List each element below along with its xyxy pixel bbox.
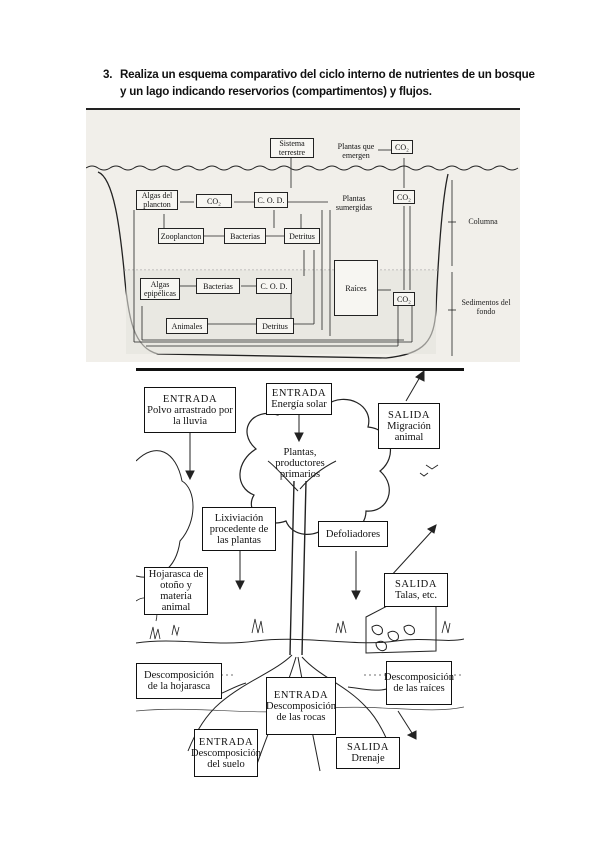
- salida-migracion-text: Migración animal: [387, 420, 431, 443]
- salida-migracion-heading: SALIDA: [387, 409, 431, 421]
- salida-talas-text: Talas, etc.: [394, 590, 438, 601]
- box-detritus-bottom: Detritus: [256, 318, 294, 334]
- salida-drenaje-heading: SALIDA: [346, 742, 390, 753]
- box-descomp-hojarasca: Descomposición de la hojarasca: [136, 663, 222, 699]
- box-bacterias-top: Bacterias: [224, 228, 266, 244]
- box-salida-migracion: SALIDA Migración animal: [378, 403, 440, 449]
- box-descomp-raices: Descomposición de las raíces: [384, 661, 454, 705]
- salida-drenaje-text: Drenaje: [351, 753, 385, 764]
- entrada-polvo-heading: ENTRADA: [162, 393, 218, 405]
- box-hojarasca: Hojarasca de otoño y materia animal: [144, 567, 208, 615]
- lake-nutrient-diagram: Sistema terrestre Plantas que emergen CO…: [86, 108, 520, 362]
- box-co2-bottom: CO₂: [393, 292, 415, 306]
- box-zooplancton: Zooplancton: [158, 228, 204, 244]
- box-cod-bottom: C. O. D.: [256, 278, 292, 294]
- label-plantas: Plantas, productores primarios: [275, 446, 325, 480]
- box-algas-plancton: Algas del plancton: [136, 190, 178, 210]
- label-columna: Columna: [468, 217, 498, 226]
- label-plantas-emergen: Plantas que emergen: [337, 142, 375, 160]
- question-line-1: Realiza un esquema comparativo del ciclo…: [120, 68, 535, 81]
- box-algas-epipelicas: Algas epipélicas: [140, 278, 180, 300]
- box-salida-drenaje: SALIDA Drenaje: [336, 737, 400, 769]
- entrada-polvo-text: Polvo arrastrado por la lluvia: [147, 404, 233, 427]
- entrada-rocas-heading: ENTRADA: [273, 689, 329, 701]
- label-plantas-sumergidas: Plantas sumergidas: [335, 194, 373, 212]
- box-defoliadores: Defoliadores: [318, 521, 388, 547]
- question-line-2: y un lago indicando reservorios (compart…: [120, 85, 432, 98]
- box-co2-mid: CO₂: [393, 190, 415, 204]
- box-salida-talas: SALIDA Talas, etc.: [384, 573, 448, 607]
- entrada-solar-text: Energía solar: [271, 399, 327, 410]
- label-sedimentos: Sedimentos del fondo: [461, 298, 511, 316]
- box-cod-top: C. O. D.: [254, 192, 288, 208]
- box-lixiviacion: Lixiviación procedente de las plantas: [202, 507, 276, 551]
- box-entrada-rocas: ENTRADA Descomposición de las rocas: [266, 677, 336, 735]
- box-raices: Raíces: [334, 260, 378, 316]
- forest-nutrient-diagram: ENTRADA Polvo arrastrado por la lluvia E…: [136, 368, 464, 779]
- entrada-solar-heading: ENTRADA: [271, 388, 327, 399]
- box-sistema-terrestre: Sistema terrestre: [270, 138, 314, 158]
- box-entrada-polvo: ENTRADA Polvo arrastrado por la lluvia: [144, 387, 236, 433]
- entrada-suelo-text: Descomposición del suelo: [191, 747, 261, 770]
- box-detritus-top: Detritus: [284, 228, 320, 244]
- entrada-rocas-text: Descomposición de las rocas: [266, 700, 336, 723]
- box-animales: Animales: [166, 318, 208, 334]
- box-co2-left: CO₂: [196, 194, 232, 208]
- question-heading: 3. Realiza un esquema comparativo del ci…: [103, 66, 543, 100]
- box-bacterias-bottom: Bacterias: [196, 278, 240, 294]
- box-entrada-solar: ENTRADA Energía solar: [266, 383, 332, 415]
- entrada-suelo-heading: ENTRADA: [198, 736, 254, 748]
- box-co2-top: CO₂: [391, 140, 413, 154]
- question-number: 3.: [103, 68, 113, 81]
- box-entrada-suelo: ENTRADA Descomposición del suelo: [191, 729, 261, 777]
- salida-talas-heading: SALIDA: [394, 579, 438, 590]
